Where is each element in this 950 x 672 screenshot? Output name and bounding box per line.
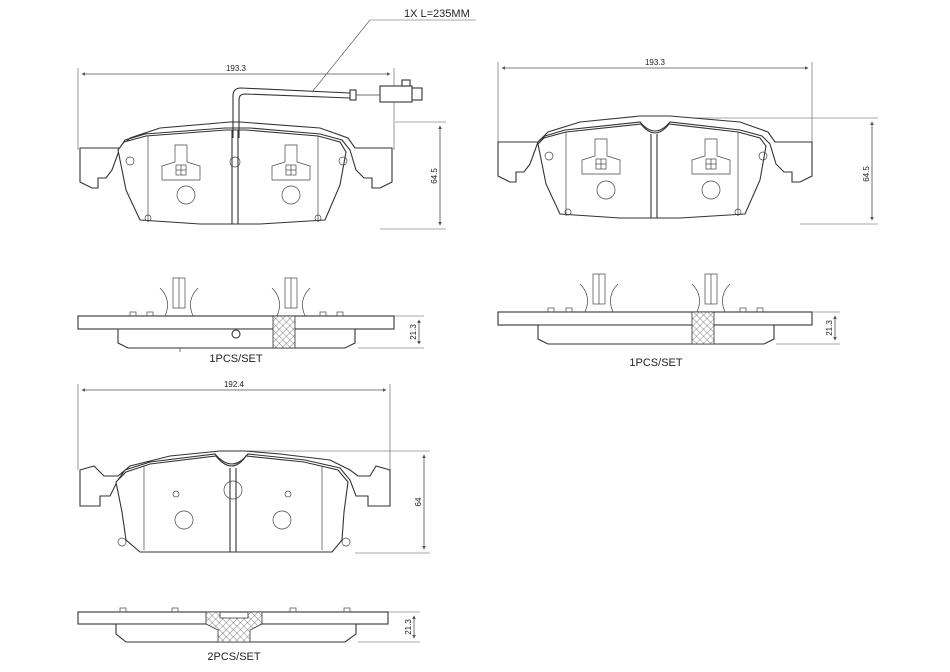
bottom-thickness-dim: 21.3 bbox=[404, 619, 413, 635]
pad-top-left-side-view: 21.3 1PCS/SET bbox=[77, 277, 424, 365]
top-left-height-dim: 64.5 bbox=[430, 168, 439, 184]
top-right-width-dim: 193.3 bbox=[645, 58, 666, 67]
bottom-height-dim: 64 bbox=[414, 497, 423, 506]
bottom-set-label: 2PCS/SET bbox=[207, 651, 260, 663]
top-left-thickness-dim: 21.3 bbox=[409, 324, 418, 340]
pad-top-left-front-view: 193.3 64.5 bbox=[77, 8, 476, 230]
bottom-width-dim: 192.4 bbox=[224, 380, 245, 389]
top-right-thickness-dim: 21.3 bbox=[825, 320, 834, 336]
wire-length-note: 1X L=235MM bbox=[404, 8, 470, 20]
top-left-set-label: 1PCS/SET bbox=[209, 353, 262, 365]
top-left-width-dim: 193.3 bbox=[226, 64, 247, 73]
pad-bottom-side-view: 21.3 2PCS/SET bbox=[77, 607, 420, 663]
top-right-height-dim: 64.5 bbox=[862, 166, 871, 182]
pad-top-right-side-view: 21.3 1PCS/SET bbox=[497, 273, 840, 369]
pad-bottom-front-view: 192.4 64 bbox=[77, 380, 430, 554]
pad-top-right-front-view: 193.3 64.5 bbox=[497, 58, 878, 225]
top-right-set-label: 1PCS/SET bbox=[629, 357, 682, 369]
